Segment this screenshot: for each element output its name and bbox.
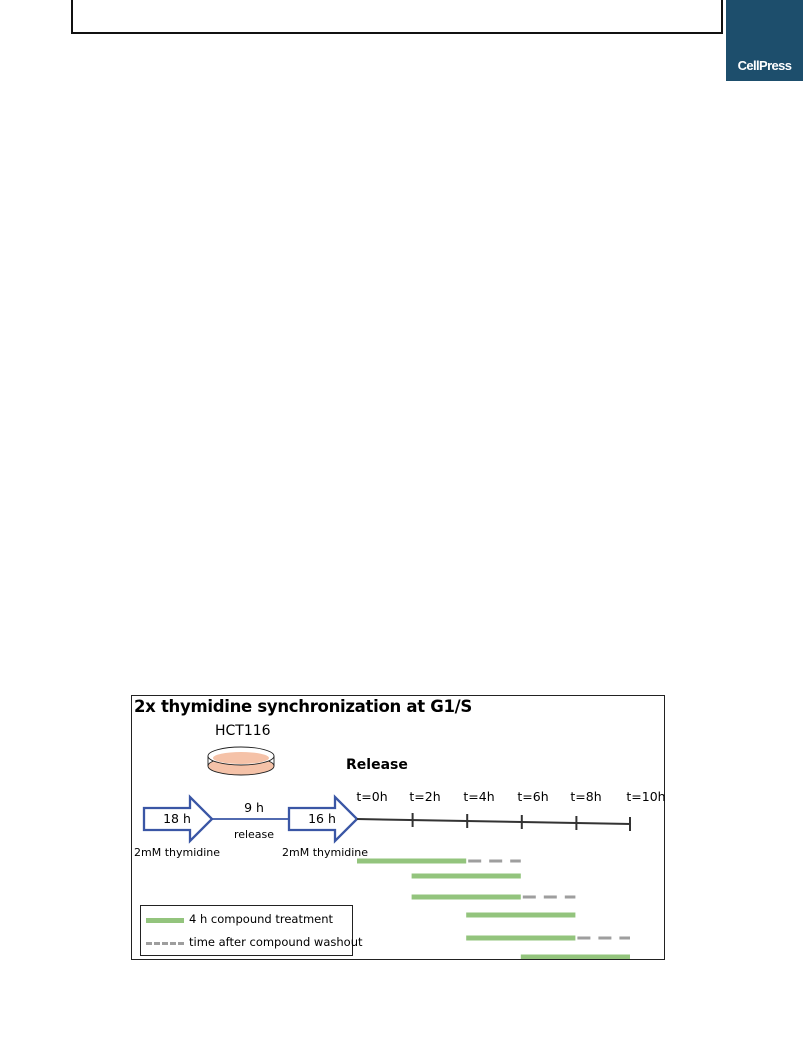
step3-duration-label: 16 h bbox=[308, 811, 336, 826]
treatment-schedule bbox=[357, 858, 630, 959]
legend-item-treatment: 4 h compound treatment bbox=[141, 910, 352, 930]
cell-line-label: HCT116 bbox=[215, 723, 271, 739]
timepoint-label: t=8h bbox=[570, 789, 602, 804]
timepoint-label: t=4h bbox=[463, 789, 495, 804]
thymidine-block-2-arrow bbox=[287, 794, 359, 844]
page-header-box bbox=[71, 0, 723, 34]
figure-graphic bbox=[142, 746, 632, 959]
release-timeline bbox=[356, 813, 632, 831]
treatment-swatch bbox=[146, 918, 184, 923]
figure-panel: 2x thymidine synchronization at G1/S HCT… bbox=[131, 695, 666, 960]
legend-treatment-label: 4 h compound treatment bbox=[189, 912, 334, 926]
cellpress-tab: CellPress bbox=[726, 0, 803, 81]
step2-duration-label: 9 h bbox=[244, 800, 264, 815]
thymidine-block-1-arrow bbox=[142, 794, 214, 844]
timeline-axis bbox=[356, 818, 632, 825]
legend-washout-label: time after compound washout bbox=[189, 935, 363, 949]
cellpress-logo: CellPress bbox=[737, 58, 792, 73]
step3-note-label: 2mM thymidine bbox=[282, 846, 369, 859]
step1-note-label: 2mM thymidine bbox=[134, 846, 221, 859]
culture-dish-icon bbox=[207, 746, 275, 776]
timepoint-label: t=6h bbox=[517, 789, 549, 804]
timepoint-label: t=0h bbox=[356, 789, 388, 804]
legend-item-washout: time after compound washout bbox=[141, 933, 363, 953]
figure-title: 2x thymidine synchronization at G1/S bbox=[134, 697, 472, 716]
step1-duration-label: 18 h bbox=[163, 811, 191, 826]
release-heading: Release bbox=[346, 757, 408, 773]
washout-swatch bbox=[146, 942, 184, 945]
step2-note-label: release bbox=[233, 828, 275, 841]
legend: 4 h compound treatment time after compou… bbox=[140, 905, 363, 956]
timepoint-label: t=2h bbox=[409, 789, 441, 804]
timepoint-label: t=10h bbox=[626, 789, 666, 804]
